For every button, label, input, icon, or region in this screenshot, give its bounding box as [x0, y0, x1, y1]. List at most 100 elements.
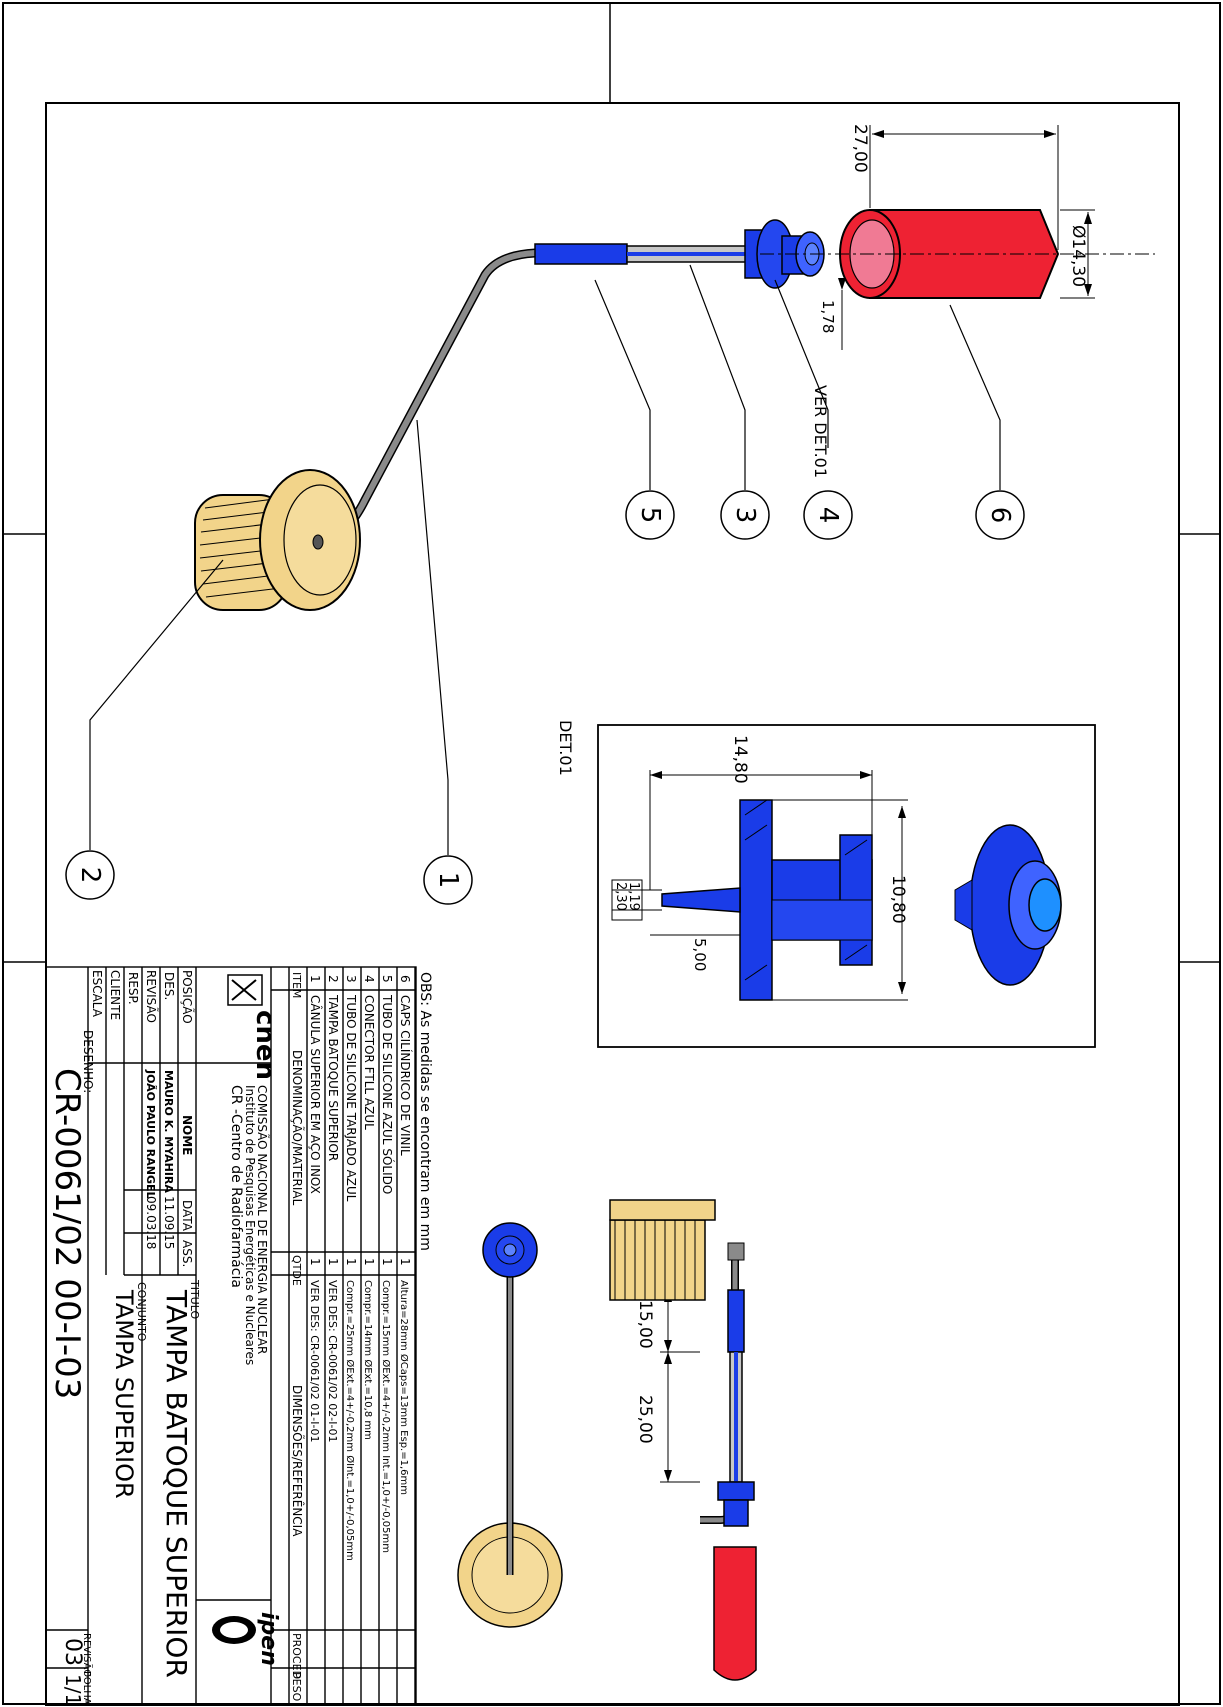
dim-conn-tip: 5,00	[691, 938, 709, 971]
inner-frame	[45, 102, 1180, 1706]
org-line-1: COMISSÃO NACIONAL DE ENERGIA NUCLEAR	[255, 1085, 270, 1354]
bom-ref: Compr.=25mm ØExt.=4+/-0,2mm ØInt.=1,0+/-…	[344, 1280, 356, 1561]
ftll-connector	[744, 219, 825, 289]
bom-qty: 1	[380, 1258, 394, 1266]
label-des: DES.	[162, 972, 176, 1000]
bom-qty: 1	[398, 1258, 412, 1266]
dim-cap-wall: 1,78	[819, 300, 837, 333]
bom-name: CAPS CILÍNDRICO DE VINIL	[398, 995, 413, 1156]
bom-name: CÂNULA SUPERIOR EM AÇO INOX	[308, 995, 323, 1194]
label-data: DATA	[180, 1200, 194, 1232]
label-folha: FOLHA	[81, 1671, 92, 1705]
see-detail-label: VER DET.01	[811, 385, 830, 478]
dim-conn-inner-a: 1,19	[626, 882, 641, 911]
brass-cap	[194, 469, 361, 611]
label-escala: ESCALA	[90, 970, 104, 1018]
balloon-6	[975, 490, 1025, 540]
bom-item: 2	[326, 975, 340, 983]
bom-name: TAMPA BATOQUE SUPERIOR	[326, 994, 340, 1161]
drawing-title: TAMPA BATOQUE SUPERIOR	[160, 1289, 193, 1678]
balloon-5	[625, 490, 675, 540]
main-assembly-view	[194, 209, 1155, 611]
detail-dimensions	[611, 770, 908, 1001]
bom-header-peso: PESO	[290, 1672, 303, 1702]
org-line-2: Instituto de Pesquisas Energéticas e Nuc…	[243, 1085, 257, 1365]
label-ass: ASS.	[180, 1240, 194, 1267]
top-view	[457, 1222, 563, 1628]
bom-ref: Compr.=14mm ØExt.=10,8 mm	[362, 1280, 374, 1440]
bom-name: TUBO DE SILICONE TARJADO AZUL	[344, 994, 358, 1202]
org-line-3: CR -Centro de Radiofarmácia	[228, 1085, 244, 1288]
des-date: 11.09.15	[162, 1196, 176, 1249]
blue-solid-tube	[534, 243, 628, 265]
bom-qty: 1	[344, 1258, 358, 1266]
bom-table-grid	[45, 966, 417, 1706]
rev-date: 09.03.18	[144, 1196, 158, 1249]
balloon-label-2: 2	[75, 867, 105, 884]
balloon-label-3: 3	[730, 507, 760, 524]
bom-item: 5	[380, 975, 394, 983]
bom-header-ref: DIMENSÕES/REFERÊNCIA	[290, 1385, 305, 1537]
bom-qty: 1	[362, 1258, 376, 1266]
detail-title: DET.01	[556, 720, 575, 776]
bom-item: 3	[344, 975, 358, 983]
bom-qty: 1	[308, 1258, 322, 1266]
bom-header-qty: QTDE	[290, 1255, 303, 1286]
side-view-cap	[609, 1199, 716, 1301]
connector-iso	[954, 824, 1062, 986]
bom-item: 6	[398, 975, 412, 983]
ipen-logo	[212, 1616, 256, 1644]
label-posicao: POSIÇÃO	[180, 970, 195, 1024]
cnen-logo	[227, 974, 263, 1006]
bom-ref: Compr.=15mm ØExt.=4+/-0,2mm Int.=1,0+/-0…	[380, 1280, 392, 1553]
rev-name: JOÃO PAULO RANGEL	[144, 1069, 157, 1199]
connector-section	[661, 799, 873, 1001]
ipen-logo-text: ipen	[256, 1612, 281, 1666]
balloon-1	[423, 855, 473, 905]
bom-header-proced: PROCED	[290, 1633, 303, 1679]
bom-name: TUBO DE SILICONE AZUL SÓLIDO	[380, 994, 395, 1194]
label-desenho: DESENHO:	[81, 1030, 95, 1093]
balloon-label-1: 1	[433, 872, 463, 889]
drawing-number: CR-0061/02 00-I-03	[47, 1068, 87, 1399]
balloon-label-6: 6	[985, 507, 1015, 524]
obs-note: OBS: As medidas se encontram em mm	[417, 972, 433, 1251]
leaders	[89, 264, 1001, 855]
des-name: MAURO K. MYAHIRA	[162, 1070, 175, 1193]
label-nome: NOME	[180, 1115, 194, 1155]
bom-item: 4	[362, 975, 376, 983]
cnen-logo-text: cnen	[250, 1010, 280, 1080]
conjunto-value: TAMPA SUPERIOR	[110, 1289, 138, 1499]
label-conjunto: CONJUNTO	[135, 1282, 148, 1342]
main-dimensions	[838, 125, 1095, 350]
bom-name: CONECTOR FTLL AZUL	[362, 995, 376, 1130]
dim-conn-length: 14,80	[730, 735, 750, 784]
balloon-label-4: 4	[813, 507, 843, 524]
balloon-label-5: 5	[635, 507, 665, 524]
detail-box	[597, 724, 1096, 1048]
label-revisao: REVISÃO	[144, 970, 159, 1023]
dim-cap-diameter: Ø14,30	[1068, 225, 1088, 287]
dim-tube-b: 25,00	[635, 1395, 655, 1444]
label-cliente: CLIENTE	[108, 970, 122, 1020]
dim-conn-diameter: 10,80	[888, 875, 908, 924]
bom-header-name: DENOMINAÇÃO/MATERIAL	[290, 1050, 305, 1206]
sheet-value: 1/1	[61, 1674, 85, 1706]
tube-stripe	[627, 252, 747, 256]
bom-qty: 1	[326, 1258, 340, 1266]
dim-cap-length: 27,00	[850, 124, 870, 173]
bom-ref: VER DES: CR-0061/02 01-I-01	[308, 1280, 321, 1442]
revision-value: 03	[60, 1638, 85, 1666]
dim-conn-inner-b: 2,30	[613, 882, 628, 911]
label-resp: RESP.	[126, 972, 140, 1005]
balloon-2	[65, 850, 115, 900]
bom-item: 1	[308, 975, 322, 983]
bom-ref: VER DES: CR-0061/02 02-I-01	[326, 1280, 339, 1442]
side-view	[660, 1242, 757, 1681]
label-titulo: TITULO	[188, 1279, 201, 1319]
bom-ref: Altura=28mm ØCaps=13mm Esp.=1,6mm	[398, 1280, 410, 1495]
label-revisao-box: REVISÃO	[81, 1633, 94, 1677]
balloon-4	[803, 490, 853, 540]
balloon-3	[720, 490, 770, 540]
